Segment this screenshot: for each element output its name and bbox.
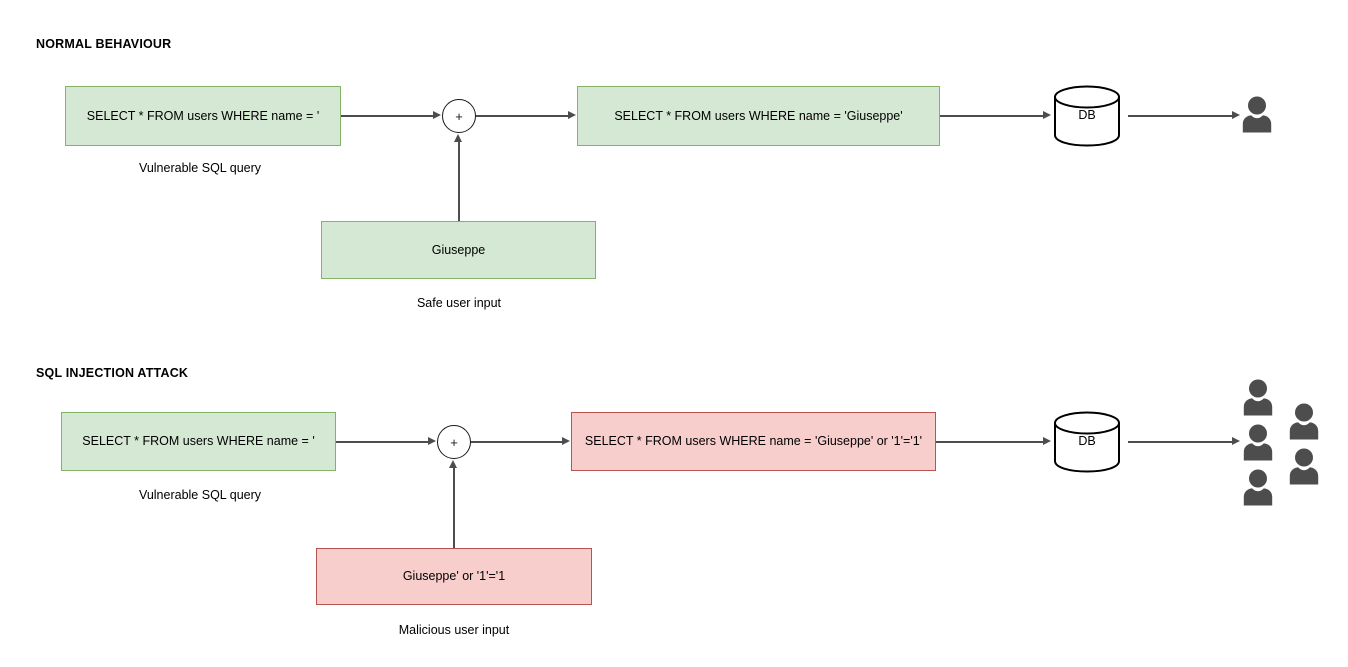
arrowhead-normal-query-to-junction bbox=[433, 111, 441, 119]
normal-database-node: DB bbox=[1053, 85, 1121, 147]
section-title-sql-injection-attack: SQL INJECTION ATTACK bbox=[36, 366, 189, 380]
user-icon bbox=[1243, 379, 1273, 416]
normal-final-query-box: SELECT * FROM users WHERE name = 'Giusep… bbox=[577, 86, 940, 146]
edge-normal-input-to-junction bbox=[458, 141, 460, 221]
attack-result-user-icon-1 bbox=[1243, 379, 1273, 421]
edge-normal-query-to-junction bbox=[341, 115, 434, 117]
edge-attack-junction-to-final-query bbox=[471, 441, 563, 443]
arrowhead-attack-db-to-users bbox=[1232, 437, 1240, 445]
attack-vulnerable-query-box: SELECT * FROM users WHERE name = ' bbox=[61, 412, 336, 471]
user-icon bbox=[1289, 448, 1319, 485]
normal-user-input-box: Giuseppe bbox=[321, 221, 596, 279]
arrowhead-normal-db-to-user bbox=[1232, 111, 1240, 119]
attack-database-label: DB bbox=[1078, 434, 1096, 448]
arrowhead-attack-query-to-junction bbox=[428, 437, 436, 445]
arrowhead-normal-final-query-to-db bbox=[1043, 111, 1051, 119]
attack-result-user-icon-3 bbox=[1243, 469, 1273, 511]
database-cylinder-icon bbox=[1054, 411, 1120, 473]
attack-concat-junction: + bbox=[437, 425, 471, 459]
attack-result-user-icon-4 bbox=[1289, 403, 1319, 445]
edge-attack-final-query-to-db bbox=[936, 441, 1044, 443]
attack-database-node: DB bbox=[1053, 411, 1121, 473]
normal-result-user-icon bbox=[1242, 96, 1272, 138]
normal-database-label: DB bbox=[1078, 108, 1096, 122]
edge-attack-db-to-users bbox=[1128, 441, 1233, 443]
normal-vulnerable-query-box: SELECT * FROM users WHERE name = ' bbox=[65, 86, 341, 146]
arrowhead-attack-final-query-to-db bbox=[1043, 437, 1051, 445]
normal-user-input-caption: Safe user input bbox=[416, 296, 502, 310]
attack-user-input-caption: Malicious user input bbox=[398, 623, 510, 637]
arrowhead-attack-input-to-junction bbox=[449, 460, 457, 468]
attack-vulnerable-query-caption: Vulnerable SQL query bbox=[138, 488, 262, 502]
edge-normal-junction-to-final-query bbox=[476, 115, 569, 117]
attack-final-query-box: SELECT * FROM users WHERE name = 'Giusep… bbox=[571, 412, 936, 471]
arrowhead-attack-junction-to-final-query bbox=[562, 437, 570, 445]
section-title-normal-behaviour: NORMAL BEHAVIOUR bbox=[36, 37, 172, 51]
attack-user-input-box: Giuseppe' or '1'='1 bbox=[316, 548, 592, 605]
database-cylinder-icon bbox=[1054, 85, 1120, 147]
user-icon bbox=[1243, 424, 1273, 461]
edge-attack-query-to-junction bbox=[336, 441, 429, 443]
attack-result-user-icon-2 bbox=[1243, 424, 1273, 466]
edge-normal-db-to-user bbox=[1128, 115, 1233, 117]
arrowhead-normal-junction-to-final-query bbox=[568, 111, 576, 119]
edge-normal-final-query-to-db bbox=[940, 115, 1044, 117]
user-icon bbox=[1243, 469, 1273, 506]
user-icon bbox=[1242, 96, 1272, 133]
attack-result-user-icon-5 bbox=[1289, 448, 1319, 490]
arrowhead-normal-input-to-junction bbox=[454, 134, 462, 142]
normal-concat-junction: + bbox=[442, 99, 476, 133]
normal-vulnerable-query-caption: Vulnerable SQL query bbox=[138, 161, 262, 175]
user-icon bbox=[1289, 403, 1319, 440]
edge-attack-input-to-junction bbox=[453, 467, 455, 548]
